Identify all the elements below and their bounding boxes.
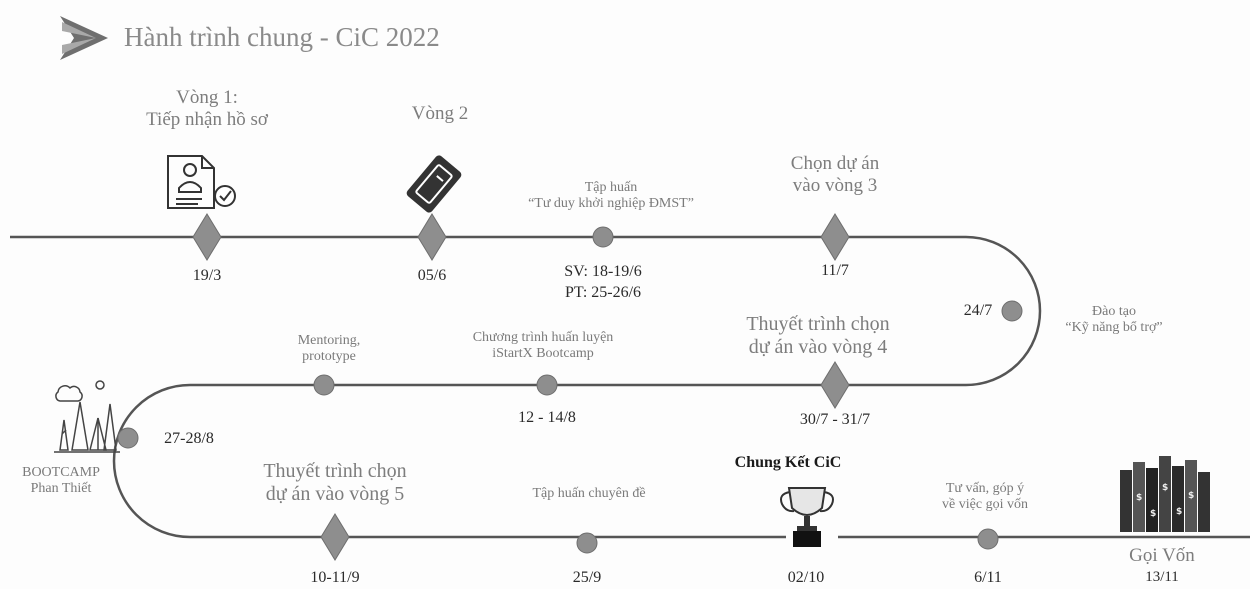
daotao-heading: Đào tạo “Kỹ năng bổ trợ” bbox=[1065, 304, 1162, 336]
ticket-icon bbox=[406, 155, 462, 213]
tuvan-date: 6/11 bbox=[974, 569, 1002, 586]
camp-tent-icon bbox=[54, 380, 120, 453]
chon4-heading: Thuyết trình chọn dự án vào vòng 4 bbox=[746, 313, 889, 359]
chon5-date: 10-11/9 bbox=[310, 569, 360, 586]
arrow-logo-icon bbox=[60, 16, 108, 60]
marker-chon4 bbox=[820, 361, 850, 409]
taphuan-heading: Tập huấn “Tư duy khởi nghiệp ĐMST” bbox=[528, 180, 694, 212]
goivon-date: 13/11 bbox=[1145, 569, 1179, 585]
taphuan-heading-line1: Tập huấn bbox=[584, 180, 638, 195]
vong1-date: 19/3 bbox=[192, 267, 222, 284]
raised-hands-money-icon: $ $ $ $ $ bbox=[1120, 456, 1210, 532]
vong1-heading: Vòng 1: Tiếp nhận hồ sơ bbox=[146, 87, 268, 131]
chuyende-date: 25/9 bbox=[572, 569, 602, 586]
bootcamp-training-line2: iStartX Bootcamp bbox=[492, 346, 594, 362]
daotao-heading-line2: “Kỹ năng bổ trợ” bbox=[1065, 320, 1163, 336]
vong1-heading-line2: Tiếp nhận hồ sơ bbox=[146, 108, 268, 130]
mentoring-heading-line1: Mentoring, bbox=[297, 333, 361, 348]
svg-text:$: $ bbox=[1162, 483, 1168, 493]
chon3-heading-line1: Chọn dự án bbox=[790, 153, 880, 174]
marker-bootcamp-camp bbox=[117, 427, 139, 449]
chungket-heading: Chung Kết CiC bbox=[734, 454, 842, 471]
bootcamp-training-date: 12 - 14/8 bbox=[518, 409, 576, 426]
marker-tuvan bbox=[977, 528, 999, 550]
bootcamp-camp-heading: BOOTCAMP Phan Thiết bbox=[22, 465, 100, 497]
taphuan-date-pt: PT: 25-26/6 bbox=[564, 283, 642, 301]
marker-vong1 bbox=[192, 213, 222, 261]
marker-mentoring bbox=[313, 374, 335, 396]
marker-chuyende bbox=[576, 532, 598, 554]
chon4-heading-line2: dự án vào vòng 4 bbox=[748, 336, 888, 358]
taphuan-heading-line2: “Tư duy khởi nghiệp ĐMST” bbox=[528, 196, 694, 212]
tuvan-heading: Tư vấn, góp ý về việc gọi vốn bbox=[942, 481, 1028, 513]
mentoring-heading: Mentoring, prototype bbox=[298, 333, 361, 365]
bootcamp-camp-line2: Phan Thiết bbox=[30, 481, 92, 497]
bootcamp-training-line1: Chương trình huấn luyện bbox=[472, 330, 614, 345]
chon3-heading: Chọn dự án vào vòng 3 bbox=[791, 153, 879, 197]
timeline-track bbox=[10, 235, 1042, 539]
chuyende-heading: Tập huấn chuyên đề bbox=[532, 486, 646, 501]
tuvan-heading-line2: về việc gọi vốn bbox=[942, 497, 1028, 513]
svg-text:$: $ bbox=[1176, 507, 1182, 517]
vong1-heading-line1: Vòng 1: bbox=[176, 87, 238, 108]
svg-text:$: $ bbox=[1136, 493, 1142, 503]
marker-vong2 bbox=[417, 213, 447, 261]
chon5-heading: Thuyết trình chọn dự án vào vòng 5 bbox=[263, 460, 406, 506]
goivon-heading: Gọi Vốn bbox=[1129, 545, 1195, 566]
tuvan-heading-line1: Tư vấn, góp ý bbox=[945, 481, 1025, 496]
bootcamp-training-heading: Chương trình huấn luyện iStartX Bootcamp bbox=[473, 330, 614, 362]
marker-taphuan bbox=[592, 226, 614, 248]
marker-daotao bbox=[1001, 300, 1023, 322]
chungket-date: 02/10 bbox=[787, 569, 825, 586]
vong2-heading: Vòng 2 bbox=[411, 103, 469, 124]
svg-text:$: $ bbox=[1150, 509, 1156, 519]
bootcamp-camp-line1: BOOTCAMP bbox=[22, 465, 100, 480]
chon3-date: 11/7 bbox=[821, 262, 849, 279]
taphuan-date-sv: SV: 18-19/6 bbox=[564, 263, 642, 280]
marker-chon3 bbox=[820, 213, 850, 261]
bootcamp-camp-date: 27-28/8 bbox=[164, 430, 214, 447]
page-title: Hành trình chung - CiC 2022 bbox=[124, 22, 440, 52]
marker-bootcamp-training bbox=[536, 374, 558, 396]
chon5-heading-line2: dự án vào vòng 5 bbox=[265, 483, 405, 505]
taphuan-dates: SV: 18-19/6 PT: 25-26/6 bbox=[564, 262, 641, 304]
svg-text:$: $ bbox=[1188, 491, 1194, 501]
chon4-date: 30/7 - 31/7 bbox=[799, 411, 871, 428]
vong2-date: 05/6 bbox=[417, 267, 447, 284]
daotao-date: 24/7 bbox=[963, 302, 993, 319]
chon3-heading-line2: vào vòng 3 bbox=[792, 174, 878, 196]
daotao-heading-line1: Đào tạo bbox=[1092, 304, 1136, 319]
document-check-icon bbox=[167, 155, 236, 209]
trophy-icon bbox=[780, 487, 834, 547]
marker-chon5 bbox=[320, 513, 350, 561]
mentoring-heading-line2: prototype bbox=[302, 349, 356, 365]
chon4-heading-line1: Thuyết trình chọn bbox=[746, 313, 890, 335]
chon5-heading-line1: Thuyết trình chọn bbox=[263, 460, 407, 482]
